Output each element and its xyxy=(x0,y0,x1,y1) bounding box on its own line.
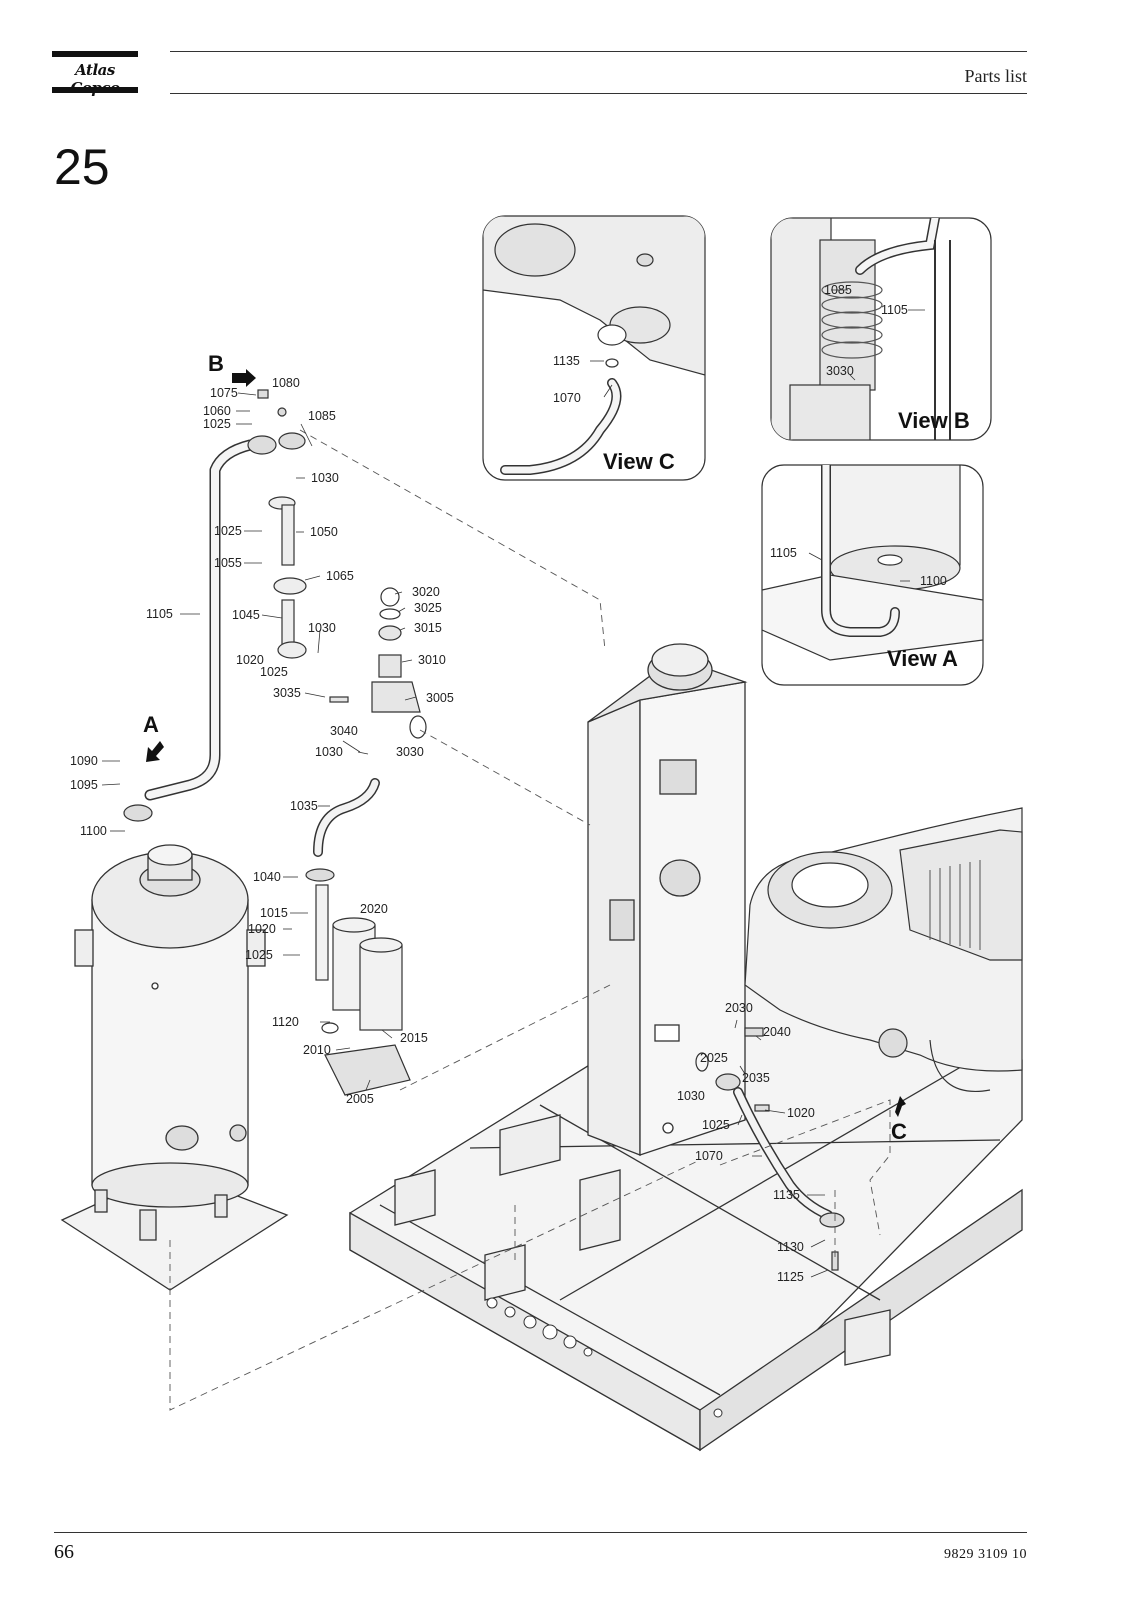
callout: 3010 xyxy=(418,653,446,667)
header-rule-bottom xyxy=(170,93,1027,94)
callout: 1025 xyxy=(245,948,273,962)
callout: 1050 xyxy=(310,525,338,539)
callout: 1090 xyxy=(70,754,98,768)
callout: 2035 xyxy=(742,1071,770,1085)
callout: 3015 xyxy=(414,621,442,635)
callout: 1070 xyxy=(695,1149,723,1163)
callout: 3020 xyxy=(412,585,440,599)
callout: 2030 xyxy=(725,1001,753,1015)
callout: 1125 xyxy=(777,1270,804,1284)
view-label-b: View B xyxy=(898,408,970,433)
callout: 1100 xyxy=(80,824,107,838)
callout: 1020 xyxy=(248,922,276,936)
callout: 1055 xyxy=(214,556,242,570)
callout: 1045 xyxy=(232,608,260,622)
leader-lines xyxy=(101,289,925,1278)
callout: 1030 xyxy=(677,1089,705,1103)
callout: 1085 xyxy=(308,409,336,423)
callout: 1040 xyxy=(253,870,281,884)
frame-holes xyxy=(486,1297,723,1418)
callout: 1015 xyxy=(260,906,288,920)
page-number: 66 xyxy=(54,1541,74,1563)
callout: 1120 xyxy=(272,1015,299,1029)
pipe-1050 xyxy=(268,496,307,659)
callout: 1075 xyxy=(210,386,238,400)
callout: 3040 xyxy=(330,724,358,738)
view-label-c: View C xyxy=(603,449,675,474)
brand-logo: Atlas Copco xyxy=(52,51,138,97)
callout: 1130 xyxy=(777,1240,804,1254)
callout: 2020 xyxy=(360,902,388,916)
callout: 1025 xyxy=(214,524,242,538)
footer-rule xyxy=(54,1532,1027,1533)
logo-bar-bottom xyxy=(52,87,138,93)
flanges-top xyxy=(123,389,306,822)
base-frame xyxy=(349,974,1023,1452)
callout: 1095 xyxy=(70,778,98,792)
arrow-b-icon xyxy=(232,369,256,387)
air-receiver xyxy=(60,844,289,1291)
callouts: 1135 1070 1085 1105 3030 1105 1100 1080 … xyxy=(70,283,947,1284)
direction-letter-b: B xyxy=(208,351,224,376)
pipe-1105-inner xyxy=(146,441,254,799)
callout: 3025 xyxy=(414,601,442,615)
callout: 1100 xyxy=(920,574,947,588)
callout: 1105 xyxy=(881,303,908,317)
arrow-a-icon xyxy=(146,741,164,762)
callout: 1030 xyxy=(308,621,336,635)
logo-bar-top xyxy=(52,51,138,57)
document-number: 9829 3109 10 xyxy=(944,1547,1027,1562)
header-title: Parts list xyxy=(964,66,1027,86)
callout: 1105 xyxy=(770,546,797,560)
assembly-guides xyxy=(169,429,891,1411)
valve-assembly-3005 xyxy=(329,587,427,739)
callout: 1070 xyxy=(553,391,581,405)
view-label-a: View A xyxy=(887,646,958,671)
callout: 2025 xyxy=(700,1051,728,1065)
callout: 1080 xyxy=(272,376,300,390)
callout: 3030 xyxy=(396,745,424,759)
callout: 3030 xyxy=(826,364,854,378)
detail-view-b xyxy=(770,217,992,441)
arrow-c-icon xyxy=(895,1096,906,1117)
header-rule-top xyxy=(170,51,1027,52)
callout: 2015 xyxy=(400,1031,428,1045)
direction-letter-a: A xyxy=(143,712,159,737)
callout: 2010 xyxy=(303,1043,331,1057)
vertical-column xyxy=(587,643,748,1156)
callout: 1030 xyxy=(311,471,339,485)
callout: 1025 xyxy=(203,417,231,431)
callout: 1025 xyxy=(260,665,288,679)
callout: 1105 xyxy=(146,607,173,621)
compressor-element xyxy=(744,807,1023,1092)
callout: 3035 xyxy=(273,686,301,700)
detail-view-a xyxy=(761,464,984,686)
callout: 1025 xyxy=(702,1118,730,1132)
callout: 1030 xyxy=(315,745,343,759)
section-number: 25 xyxy=(54,139,110,195)
callout: 1020 xyxy=(236,653,264,667)
callout: 1020 xyxy=(787,1106,815,1120)
filter-2020 xyxy=(305,868,411,1096)
callout: 2005 xyxy=(346,1092,374,1106)
callout: 1035 xyxy=(290,799,318,813)
detail-view-c xyxy=(482,215,706,481)
callout: 1135 xyxy=(553,354,580,368)
callout: 3005 xyxy=(426,691,454,705)
direction-letter-c: C xyxy=(891,1119,907,1144)
callout: 2040 xyxy=(763,1025,791,1039)
callout: 1065 xyxy=(326,569,354,583)
callout: 1085 xyxy=(824,283,852,297)
callout: 1135 xyxy=(773,1188,800,1202)
callout: 1060 xyxy=(203,404,231,418)
